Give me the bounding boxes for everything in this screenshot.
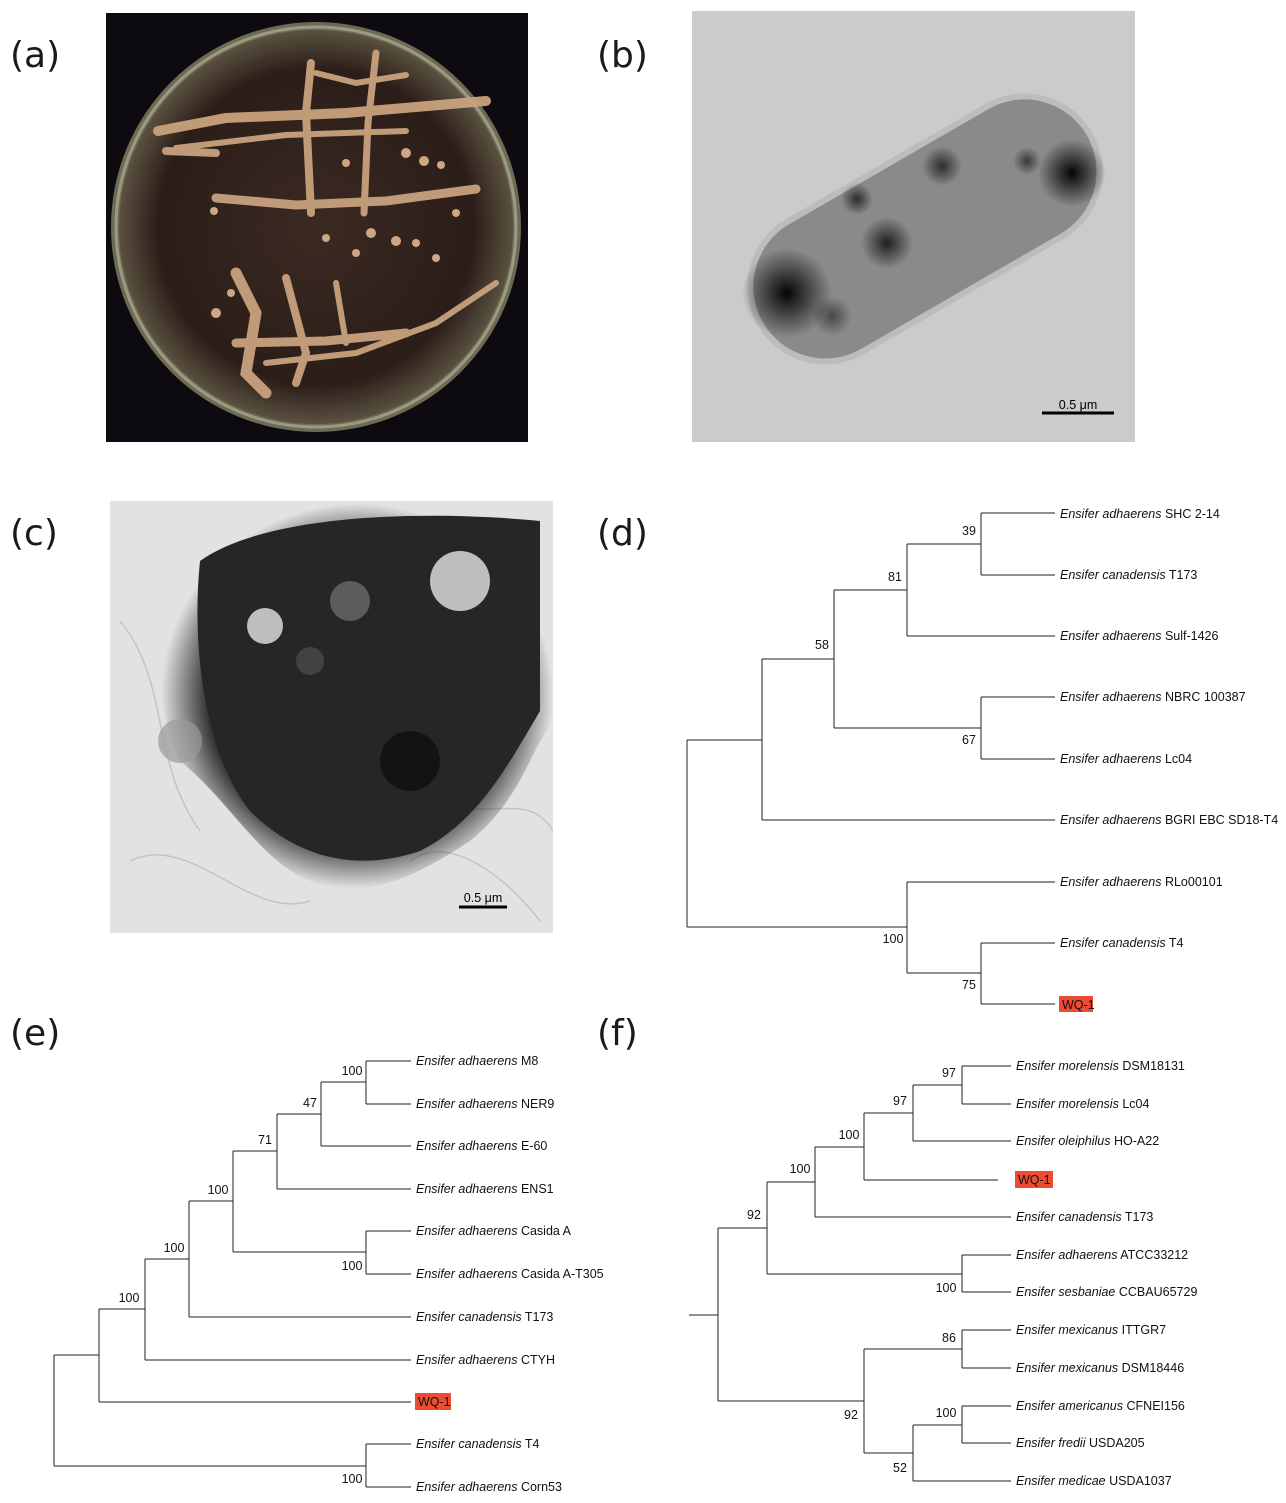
- tree-e-branches: [53, 1060, 411, 1488]
- bootstrap-e-6: 100: [119, 1291, 140, 1305]
- leaf-e-7: Ensifer adhaerens CTYH: [416, 1353, 555, 1367]
- bootstrap-f-0: 97: [942, 1066, 956, 1080]
- leaf-e-1: Ensifer adhaerens NER9: [416, 1097, 554, 1111]
- bootstrap-d-1: 81: [888, 570, 902, 584]
- highlight-wq1-d: [1059, 996, 1093, 1012]
- leaf-f-6: Ensifer sesbaniae CCBAU65729: [1016, 1285, 1197, 1299]
- bootstrap-d-2: 58: [815, 638, 829, 652]
- bootstrap-f-7: 100: [936, 1406, 957, 1420]
- leaf-e-5: Ensifer adhaerens Casida A-T305: [416, 1267, 604, 1281]
- leaf-e-2: Ensifer adhaerens E-60: [416, 1139, 547, 1153]
- leaf-d-5: Ensifer adhaerens BGRI EBC SD18-T4: [1060, 813, 1278, 827]
- bootstrap-f-4: 92: [747, 1208, 761, 1222]
- leaf-e-4: Ensifer adhaerens Casida A: [416, 1224, 572, 1238]
- leaf-d-3: Ensifer adhaerens NBRC 100387: [1060, 690, 1246, 704]
- bootstrap-f-1: 97: [893, 1094, 907, 1108]
- leaf-f-10: Ensifer fredii USDA205: [1016, 1436, 1145, 1450]
- leaf-d-7: Ensifer canadensis T4: [1060, 936, 1184, 950]
- tree-e-bootstrap: 100 47 71 100 100 100 100 100: [119, 1064, 363, 1486]
- leaf-f-7: Ensifer mexicanus ITTGR7: [1016, 1323, 1166, 1337]
- bootstrap-e-7: 100: [342, 1472, 363, 1486]
- leaf-f-11: Ensifer medicae USDA1037: [1016, 1474, 1172, 1488]
- bootstrap-d-5: 75: [962, 978, 976, 992]
- leaf-d-6: Ensifer adhaerens RLo00101: [1060, 875, 1223, 889]
- leaf-d-4: Ensifer adhaerens Lc04: [1060, 752, 1192, 766]
- leaf-d-1: Ensifer canadensis T173: [1060, 568, 1197, 582]
- leaf-e-6: Ensifer canadensis T173: [416, 1310, 553, 1324]
- bootstrap-f-8: 92: [844, 1408, 858, 1422]
- leaf-f-3: WQ-1: [1018, 1173, 1051, 1187]
- leaf-f-2: Ensifer oleiphilus HO-A22: [1016, 1134, 1159, 1148]
- leaf-f-9: Ensifer americanus CFNEI156: [1016, 1399, 1185, 1413]
- leaf-d-8: WQ-1: [1062, 998, 1095, 1012]
- leaf-f-0: Ensifer morelensis DSM18131: [1016, 1059, 1185, 1073]
- leaf-e-3: Ensifer adhaerens ENS1: [416, 1182, 554, 1196]
- bootstrap-f-9: 52: [893, 1461, 907, 1475]
- bootstrap-e-3: 100: [208, 1183, 229, 1197]
- bootstrap-e-4: 100: [342, 1259, 363, 1273]
- tree-d-leaves: Ensifer adhaerens SHC 2-14 Ensifer canad…: [1059, 507, 1278, 1012]
- leaf-f-5: Ensifer adhaerens ATCC33212: [1016, 1248, 1188, 1262]
- bootstrap-e-0: 100: [342, 1064, 363, 1078]
- tree-d-bootstrap: 39 81 58 67 100 75: [815, 524, 976, 992]
- tree-f-bootstrap: 97 97 100 100 92 100 86 100 92 52: [747, 1066, 956, 1475]
- scale-bar-label-c: 0.5 μm: [464, 891, 502, 905]
- highlight-wq1-e: [415, 1393, 451, 1410]
- leaf-d-2: Ensifer adhaerens Sulf-1426: [1060, 629, 1219, 643]
- leaf-e-9: Ensifer canadensis T4: [416, 1437, 540, 1451]
- leaf-f-1: Ensifer morelensis Lc04: [1016, 1097, 1149, 1111]
- tree-d-branches: [686, 512, 1055, 1005]
- bootstrap-d-3: 67: [962, 733, 976, 747]
- bootstrap-e-1: 47: [303, 1096, 317, 1110]
- panel-label-e: (e): [10, 1013, 61, 1054]
- bootstrap-f-5: 100: [936, 1281, 957, 1295]
- panel-label-c: (c): [10, 513, 58, 554]
- tree-f-branches: [689, 1065, 1011, 1482]
- panel-label-d: (d): [597, 513, 648, 554]
- leaf-e-8: WQ-1: [418, 1395, 451, 1409]
- bootstrap-e-5: 100: [164, 1241, 185, 1255]
- tem-image-cell: 0.5 μm: [692, 11, 1135, 442]
- tree-e-leaves: Ensifer adhaerens M8 Ensifer adhaerens N…: [415, 1054, 604, 1494]
- bootstrap-d-4: 100: [883, 932, 904, 946]
- bootstrap-f-6: 86: [942, 1331, 956, 1345]
- leaf-f-4: Ensifer canadensis T173: [1016, 1210, 1153, 1224]
- bootstrap-f-2: 100: [839, 1128, 860, 1142]
- bootstrap-e-2: 71: [258, 1133, 272, 1147]
- tem-image-aggregate: 0.5 μm: [110, 501, 553, 933]
- leaf-f-8: Ensifer mexicanus DSM18446: [1016, 1361, 1184, 1375]
- petri-dish-photo: [106, 13, 528, 442]
- panel-label-f: (f): [597, 1013, 638, 1054]
- tree-f-leaves: Ensifer morelensis DSM18131 Ensifer more…: [1015, 1059, 1197, 1488]
- scale-bar-label-b: 0.5 μm: [1059, 398, 1097, 412]
- leaf-e-10: Ensifer adhaerens Corn53: [416, 1480, 562, 1494]
- panel-label-a: (a): [10, 35, 61, 76]
- panel-label-b: (b): [597, 35, 648, 76]
- leaf-e-0: Ensifer adhaerens M8: [416, 1054, 538, 1068]
- bootstrap-d-0: 39: [962, 524, 976, 538]
- leaf-d-0: Ensifer adhaerens SHC 2-14: [1060, 507, 1220, 521]
- bootstrap-f-3: 100: [790, 1162, 811, 1176]
- highlight-wq1-f: [1015, 1171, 1053, 1188]
